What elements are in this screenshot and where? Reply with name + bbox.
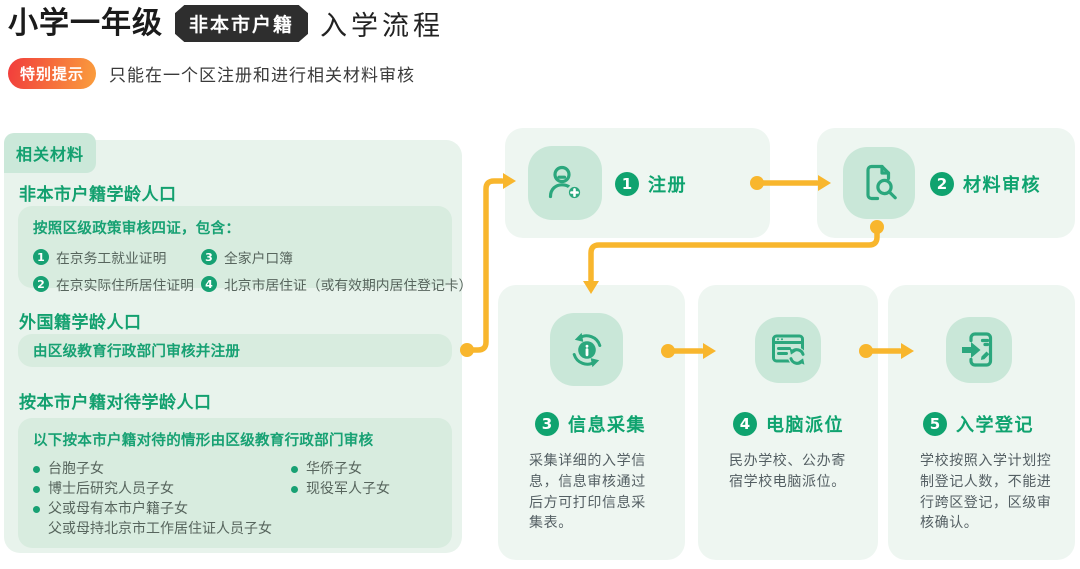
bullet-column-2: 华侨子女 现役军人子女 [291,459,390,539]
step-description: 采集详细的入学信 息，信息审核通过 后方可打印信息采 集表。 [529,453,646,532]
bullet-text: 华侨子女 [306,461,362,477]
bullet-note: 父或母持北京市工作居住证人员子女 [48,521,272,537]
section-heading-nonlocal: 非本市户籍学龄人口 [19,185,177,205]
bullet-dot [33,505,40,513]
step-icon-tile [843,147,915,219]
bullet-column-1: 台胞子女 博士后研究人员子女 父或母有本市户籍子女 父或母持北京市工作居住证人员… [33,459,291,539]
title-suffix: 入学流程 [320,11,445,42]
step-card-info-collection: 3 信息采集 采集详细的入学信 息，信息审核通过 后方可打印信息采 集表。 [498,285,685,560]
step-number-badge: 2 [930,172,954,196]
special-tip-badge: 特别提示 [8,58,97,89]
step-description: 学校按照入学计划控 制登记人数，不能进 行跨区登记，区级审 核确认。 [920,453,1052,532]
title-main: 小学一年级 [8,5,163,41]
user-add-icon [548,165,583,201]
step-icon-tile [550,313,623,386]
bullet-text: 现役军人子女 [306,481,390,497]
item-number: 3 [201,249,217,265]
arrow-start-dot [460,343,474,357]
step-label-row: 2 材料审核 [930,171,1041,197]
item-text: 全家户口簿 [224,251,293,267]
section-heading-treated-as-local: 按本市户籍对待学龄人口 [19,393,212,413]
treated-as-local-list: 台胞子女 博士后研究人员子女 父或母有本市户籍子女 父或母持北京市工作居住证人员… [33,459,442,539]
bullet-dot [291,465,298,473]
step-label-row: 1 注册 [615,171,687,197]
step-card-material-review: 2 材料审核 [817,128,1075,238]
treated-as-local-box: 以下按本市户籍对待的情形由区级教育行政部门审核 台胞子女 博士后研究人员子女 父… [18,418,452,548]
materials-panel-tab: 相关材料 [4,133,96,173]
step-title: 入学登记 [956,415,1034,436]
computer-sync-icon [772,334,807,366]
bullet-item: 博士后研究人员子女 [33,479,291,499]
nonlocal-requirements-box: 按照区级政策审核四证，包含： 1 在京务工就业证明 3 全家户口簿 2 在京实际… [18,206,472,294]
materials-panel: 相关材料 非本市户籍学龄人口 按照区级政策审核四证，包含： 1 在京务工就业证明… [4,133,472,553]
foreign-box-title: 由区级教育行政部门审核并注册 [33,344,241,360]
foreign-requirements-box: 由区级教育行政部门审核并注册 [18,334,452,367]
bullet-item: 现役军人子女 [291,479,390,499]
step-icon-tile [755,317,821,383]
item-text: 在京实际住所居住证明 [56,278,194,294]
certificate-item: 3 全家户口簿 [201,247,472,267]
step-number-badge: 5 [923,412,947,436]
step-label-row: 4 电脑派位 [733,411,844,437]
register-doc-icon [962,332,993,367]
bullet-text: 台胞子女 [48,461,104,477]
step-description: 民办学校、公办寄 宿学校电脑派位。 [729,453,846,490]
item-number: 2 [33,276,49,292]
step-number-badge: 4 [733,412,757,436]
bullet-dot [33,465,40,473]
section-heading-foreign: 外国籍学龄人口 [19,313,142,333]
step-title: 信息采集 [568,415,646,436]
certificate-item: 1 在京务工就业证明 [33,247,201,267]
bullet-dot [33,485,40,493]
step-card-enrollment-registration: 5 入学登记 学校按照入学计划控 制登记人数，不能进 行跨区登记，区级审 核确认… [888,285,1075,560]
treated-as-local-box-title: 以下按本市户籍对待的情形由区级教育行政部门审核 [33,433,374,449]
step-title: 注册 [648,175,687,196]
step-icon-tile [946,317,1012,383]
page-title: 小学一年级 非本市户籍 入学流程 [8,4,444,43]
bullet-item: 台胞子女 [33,459,291,479]
certificate-item: 4 北京市居住证（或有效期内居住登记卡） [201,274,472,294]
special-tip-text: 只能在一个区注册和进行相关材料审核 [109,66,416,86]
item-text: 在京务工就业证明 [56,251,167,267]
certificate-list: 1 在京务工就业证明 3 全家户口簿 2 在京实际住所居住证明 4 北京市居住证… [33,247,472,294]
special-tip: 特别提示 只能在一个区注册和进行相关材料审核 [8,58,415,89]
file-search-icon [866,164,897,201]
step-card-computer-allocation: 4 电脑派位 民办学校、公办寄 宿学校电脑派位。 [698,285,878,560]
info-sync-icon [572,332,601,367]
bullet-text: 博士后研究人员子女 [48,481,174,497]
step-label-row: 3 信息采集 [535,411,646,437]
bullet-dot [291,485,298,493]
bullet-item: 华侨子女 [291,459,390,479]
step-icon-tile [528,146,602,220]
step-label-row: 5 入学登记 [923,411,1034,437]
household-type-badge: 非本市户籍 [175,5,309,42]
step-title: 材料审核 [963,175,1041,196]
step-number-badge: 1 [615,172,639,196]
bullet-item: 父或母有本市户籍子女 [33,499,291,519]
step-title: 电脑派位 [766,415,844,436]
nonlocal-box-title: 按照区级政策审核四证，包含： [33,221,241,237]
bullet-text: 父或母有本市户籍子女 [48,501,188,517]
step-card-register: 1 注册 [505,128,770,238]
item-number: 4 [201,276,217,292]
step-number-badge: 3 [535,412,559,436]
item-number: 1 [33,249,49,265]
certificate-item: 2 在京实际住所居住证明 [33,274,201,294]
item-text: 北京市居住证（或有效期内居住登记卡） [224,278,473,294]
